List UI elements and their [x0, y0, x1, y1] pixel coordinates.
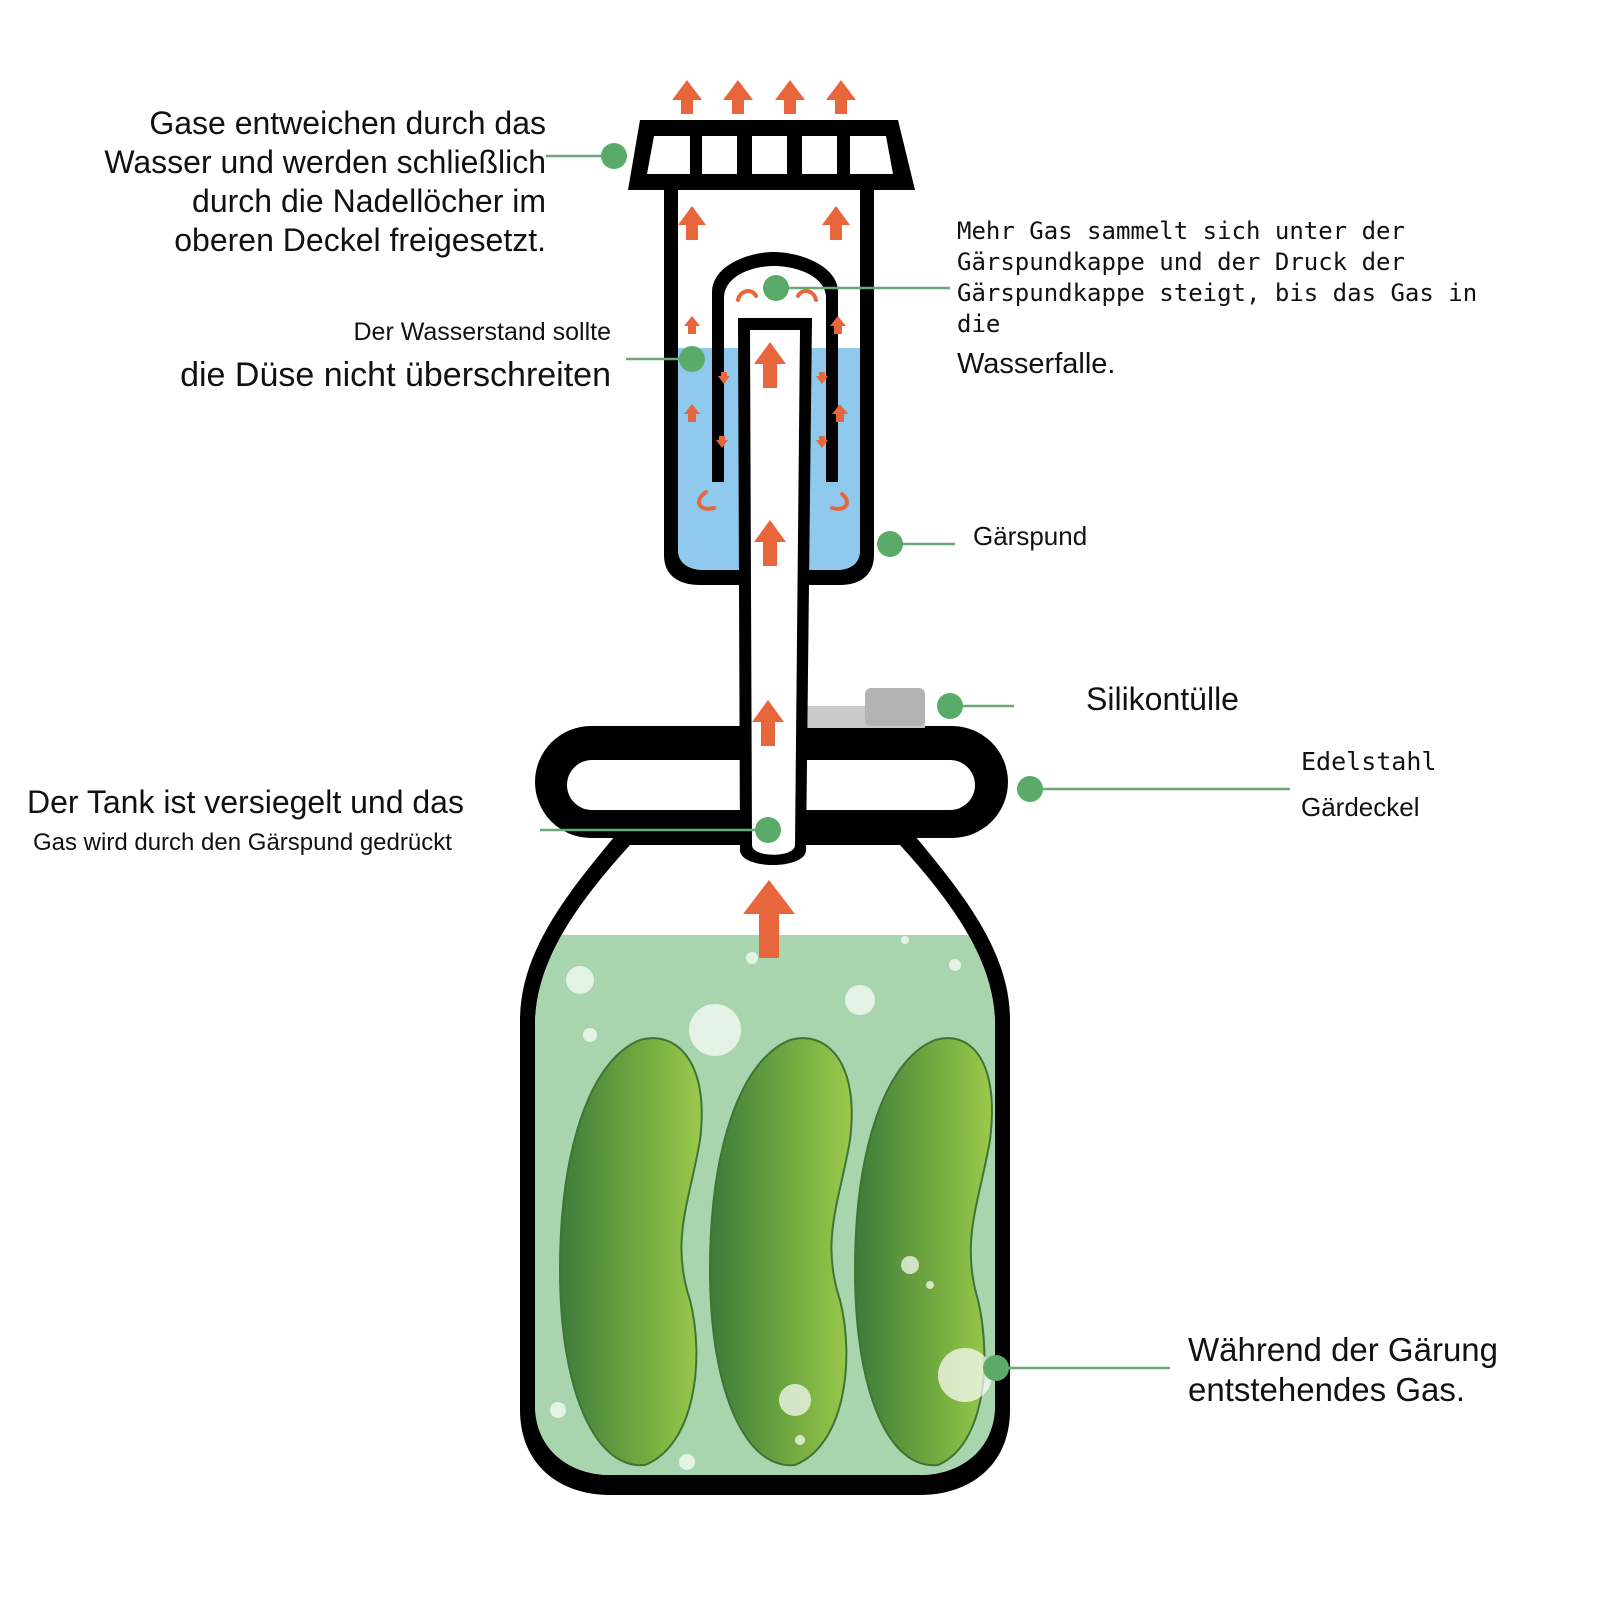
arrow-down-icon [718, 372, 730, 384]
pickles [558, 1037, 993, 1467]
bubble-icon [926, 1281, 934, 1289]
label-more-gas-line4: die [957, 310, 1001, 338]
label-gas-escape-line4: oberen Deckel freigesetzt. [174, 222, 546, 258]
marker-dots [601, 143, 1043, 1381]
arrow-up-icon [832, 404, 848, 422]
label-water-level-line1: Der Wasserstand sollte [353, 318, 612, 346]
bubble-icon [566, 966, 594, 994]
arrow-up-icon [723, 80, 753, 114]
label-more-gas-line5: Wasserfalle. [957, 348, 1116, 380]
jar [520, 830, 1010, 1495]
label-more-gas: Mehr Gas sammelt sich unter der Gärspund… [957, 216, 1477, 340]
arrow-up-icon [754, 520, 786, 566]
curve-arrow-icon [697, 490, 716, 511]
arrow-up-icon [684, 404, 700, 422]
curve-arrow-icon [796, 289, 818, 302]
arrow-up-icon [826, 80, 856, 114]
arrow-down-icon [816, 372, 828, 384]
label-gas-escape: Gase entweichen durch das Wasser und wer… [104, 104, 546, 260]
label-fermentation-gas: Während der Gärung entstehendes Gas. [1188, 1330, 1498, 1410]
bubbles [550, 936, 992, 1470]
marker-dot-icon [755, 817, 781, 843]
arrow-up-icon [822, 206, 850, 240]
label-airlock: Gärspund [973, 521, 1088, 551]
curve-arrow-icon [830, 492, 849, 511]
marker-dot-icon [763, 275, 789, 301]
arrow-up-icon [684, 316, 700, 334]
bubble-icon [949, 959, 961, 971]
arrow-up-icon [830, 316, 846, 334]
label-gas-escape-line2: Wasser und werden schließlich [104, 144, 546, 180]
label-more-gas-line3: Gärspundkappe steigt, bis das Gas in [957, 279, 1478, 307]
cap-vent-5 [850, 136, 893, 174]
marker-dot-icon [983, 1355, 1009, 1381]
marker-dot-icon [1017, 776, 1043, 802]
curve-arrow-icon [736, 289, 758, 302]
stem-inner [750, 330, 800, 855]
bubble-icon [550, 1402, 566, 1418]
arrow-down-icon [816, 436, 828, 448]
label-sealed-tank-line1: Der Tank ist versiegelt und das [27, 784, 464, 820]
label-more-gas-line1: Mehr Gas sammelt sich unter der [957, 217, 1405, 245]
label-fermentation-gas-line1: Während der Gärung [1188, 1331, 1499, 1368]
gas-arrows [672, 80, 856, 958]
bubble-icon [746, 952, 758, 964]
bubble-icon [779, 1384, 811, 1416]
arrow-down-icon [716, 436, 728, 448]
label-lid-line1: Edelstahl [1301, 747, 1437, 776]
bubble-icon [901, 1256, 919, 1274]
marker-dot-icon [877, 531, 903, 557]
label-more-gas-line2: Gärspundkappe und der Druck der [957, 248, 1405, 276]
bubble-icon [679, 1454, 695, 1470]
pickle-icon [558, 1037, 703, 1467]
arrow-up-icon [754, 342, 786, 388]
marker-dot-icon [937, 693, 963, 719]
arrow-up-icon [743, 880, 795, 958]
bubble-icon [689, 1004, 741, 1056]
arrow-up-icon [775, 80, 805, 114]
marker-dot-icon [679, 346, 705, 372]
cap-vent-1 [647, 136, 690, 174]
bubble-icon [938, 1348, 992, 1402]
label-water-level-line2: die Düse nicht überschreiten [180, 356, 611, 394]
silicone-spout [805, 688, 925, 728]
cap-vent-4 [802, 136, 837, 174]
cap-vent-3 [752, 136, 787, 174]
pickle-icon [708, 1037, 853, 1467]
bubble-icon [583, 1028, 597, 1042]
bubble-icon [901, 936, 909, 944]
arrow-up-icon [672, 80, 702, 114]
arrow-up-icon [678, 206, 706, 240]
curved-arrows [697, 289, 849, 511]
bubble-icon [795, 1435, 805, 1445]
bubble-icon [845, 985, 875, 1015]
label-fermentation-gas-line2: entstehendes Gas. [1188, 1371, 1466, 1408]
label-sealed-tank-line2: Gas wird durch den Gärspund gedrückt [33, 829, 452, 856]
arrow-up-icon [752, 700, 784, 746]
label-gas-escape-line1: Gase entweichen durch das [149, 105, 546, 141]
label-silicone-spout: Silikontülle [1086, 681, 1239, 717]
label-gas-escape-line3: durch die Nadellöcher im [192, 183, 546, 219]
label-lid-line2: Gärdeckel [1301, 792, 1420, 822]
cap-vent-2 [702, 136, 737, 174]
marker-dot-icon [601, 143, 627, 169]
